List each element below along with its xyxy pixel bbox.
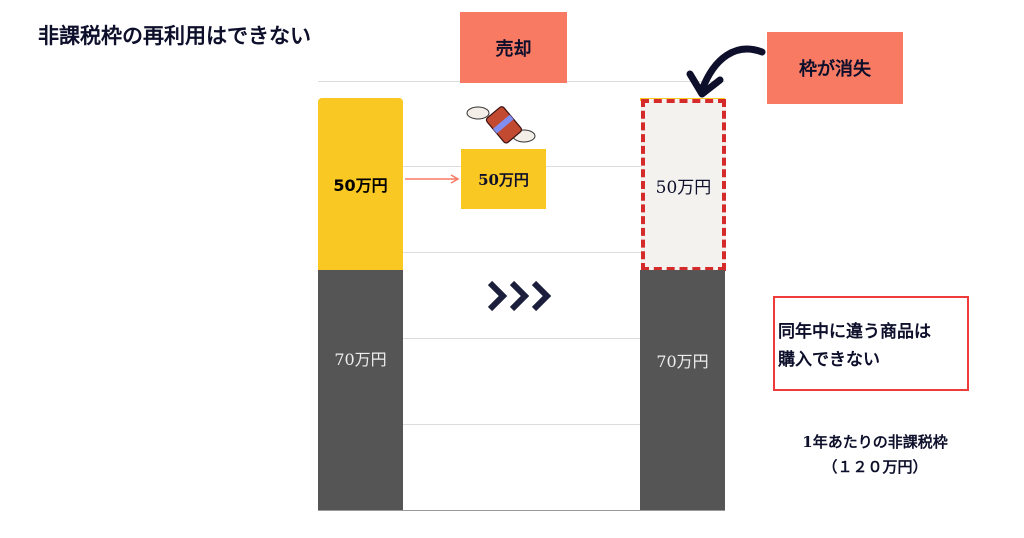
lost-label: 枠が消失: [767, 32, 903, 104]
baseline: [318, 510, 725, 511]
gridline: [318, 252, 725, 253]
gridline: [318, 338, 725, 339]
left-bar-bottom-value: 70万円: [334, 350, 387, 369]
curved-arrow-icon: [686, 45, 766, 98]
gridline: [318, 424, 725, 425]
right-bar-bottom-segment: 70万円: [640, 270, 725, 510]
sell-label: 売却: [460, 12, 567, 83]
flying-money-icon: [466, 106, 536, 144]
caption-line-2: （１２０万円）: [822, 458, 928, 476]
arrow-right-icon: [405, 174, 460, 184]
triple-chevron-right-icon: [487, 280, 552, 312]
note-line-2: 購入できない: [778, 350, 880, 370]
note-line-1: 同年中に違う商品は: [778, 322, 931, 342]
left-bar-top-segment: 50万円: [318, 98, 403, 270]
right-bar-bottom-value: 70万円: [656, 352, 709, 371]
note-box: 同年中に違う商品は 購入できない: [773, 296, 969, 391]
page-title: 非課税枠の再利用はできない: [38, 23, 311, 48]
caption-line-1: 1年あたりの非課税枠: [802, 433, 948, 451]
left-bar-bottom-segment: 70万円: [318, 270, 403, 510]
caption: 1年あたりの非課税枠 （１２０万円）: [770, 430, 980, 480]
sold-box: 50万円: [461, 149, 546, 209]
lost-allowance-segment: 50万円: [641, 99, 726, 271]
